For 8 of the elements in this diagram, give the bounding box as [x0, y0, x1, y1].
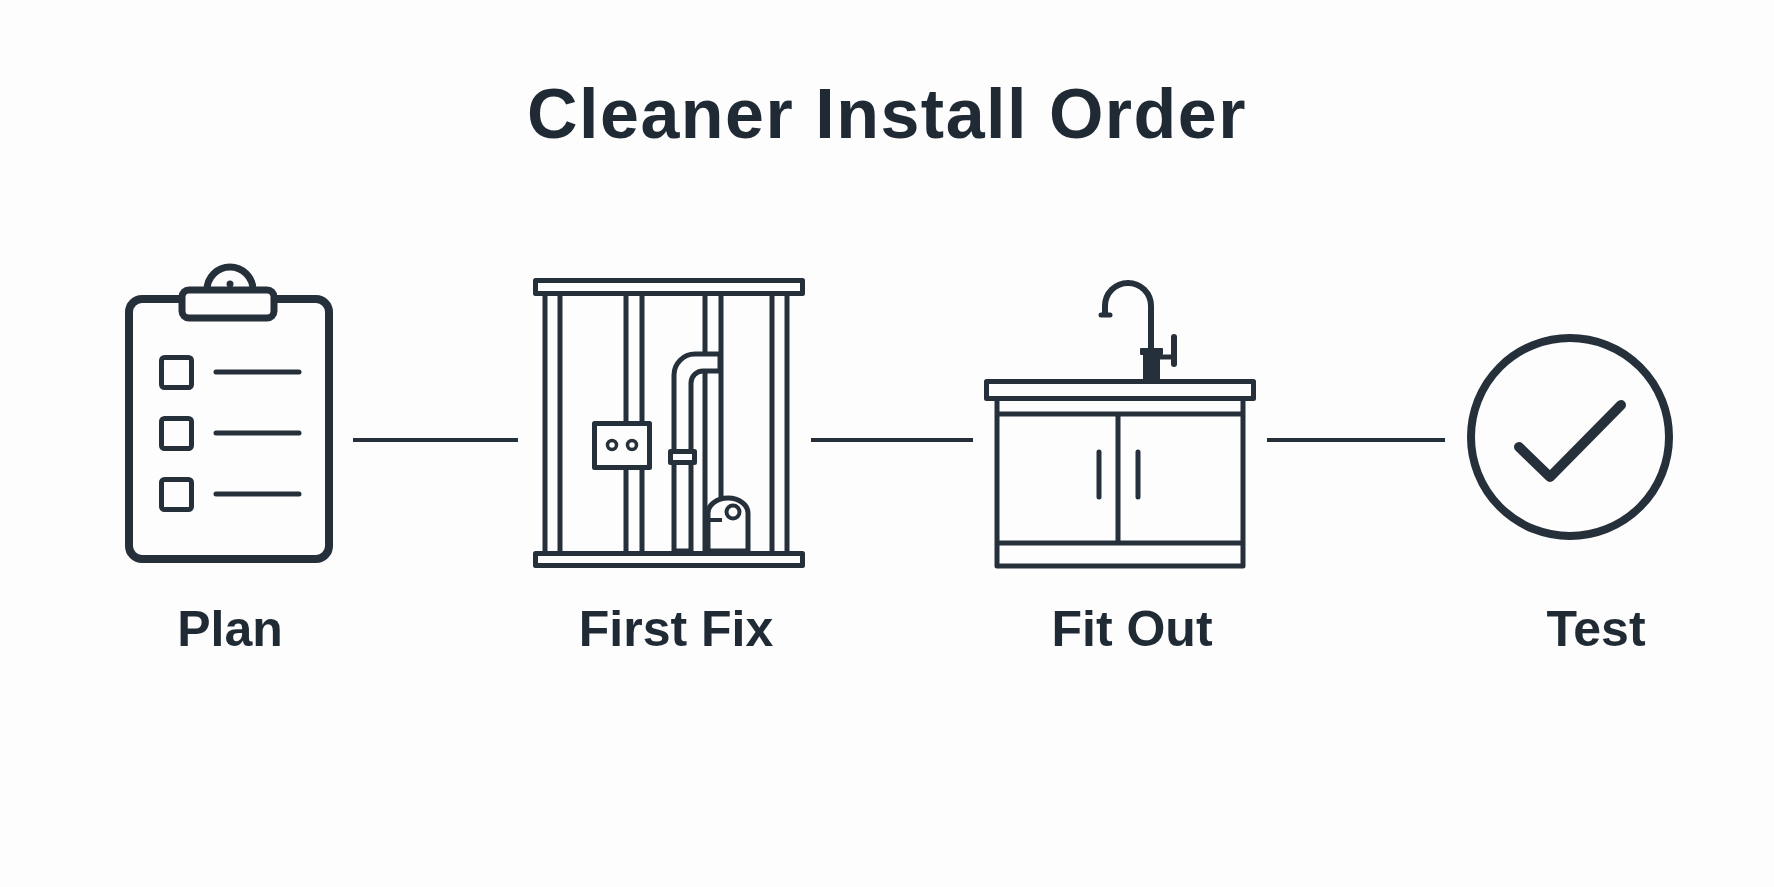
step-label: Plan — [177, 604, 283, 654]
step-label: Test — [1546, 604, 1646, 654]
connector-line — [353, 438, 518, 442]
connector-line — [811, 438, 973, 442]
step-label: First Fix — [578, 604, 774, 654]
connector-line — [1267, 438, 1445, 442]
step-label: Fit Out — [1051, 604, 1213, 654]
diagram-title: Cleaner Install Order — [526, 79, 1248, 149]
